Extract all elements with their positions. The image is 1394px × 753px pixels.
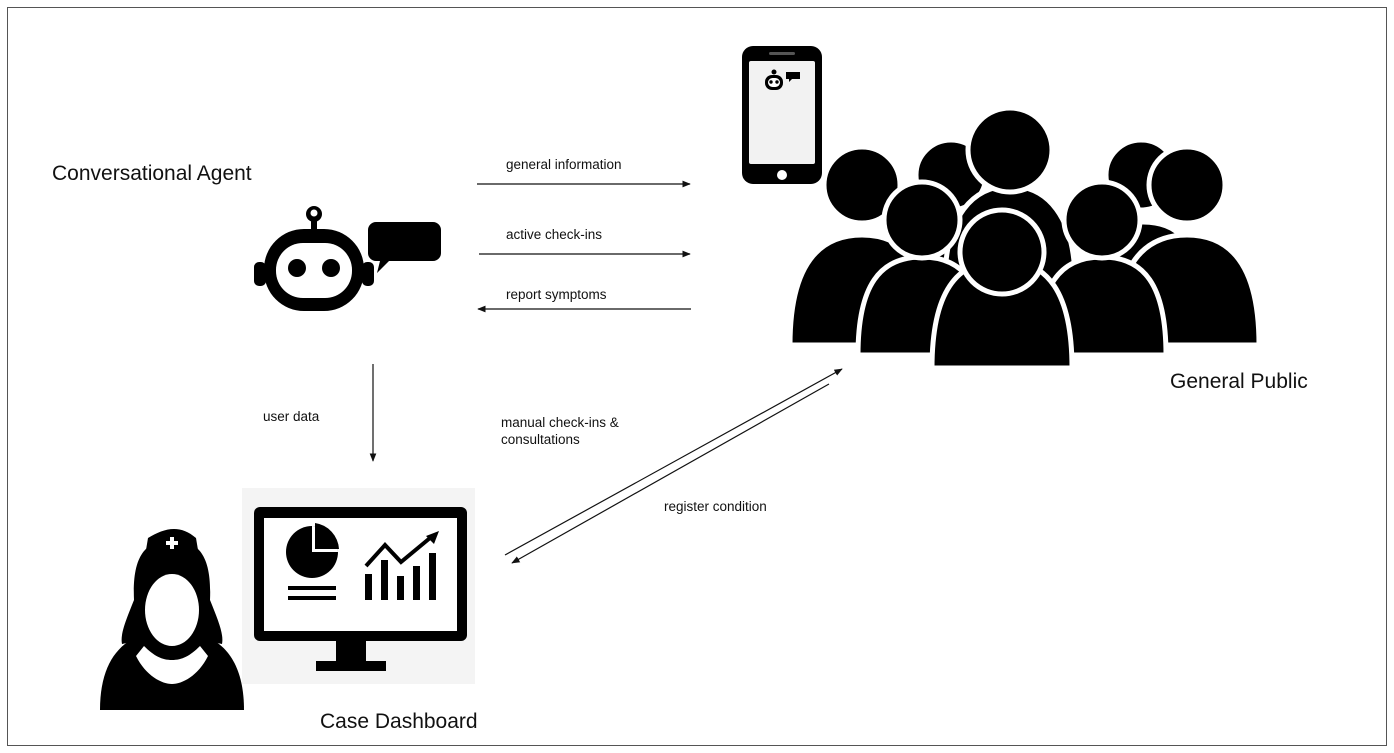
- public-label: General Public: [1170, 370, 1308, 393]
- crowd-icon: [787, 105, 1262, 371]
- edge-manual-checkins: [504, 368, 843, 556]
- edge-label-general-information: general information: [506, 157, 622, 172]
- nurse-icon: [100, 528, 244, 710]
- smartphone-icon: [742, 46, 822, 184]
- edge-label-report-symptoms: report symptoms: [506, 287, 607, 302]
- edge-label-register-condition: register condition: [664, 499, 767, 514]
- agent-label: Conversational Agent: [52, 162, 252, 185]
- monitor-chart-icon: [242, 488, 475, 684]
- dashboard-label: Case Dashboard: [320, 710, 478, 733]
- edge-register-condition: [511, 383, 830, 564]
- robot-chat-icon: [254, 206, 441, 311]
- edge-label-user-data: user data: [263, 409, 320, 424]
- edge-label-active-checkins: active check-ins: [506, 227, 603, 242]
- diagram-frame: [7, 7, 1387, 746]
- edge-label-manual-checkins: manual check-ins & consultations: [501, 415, 619, 447]
